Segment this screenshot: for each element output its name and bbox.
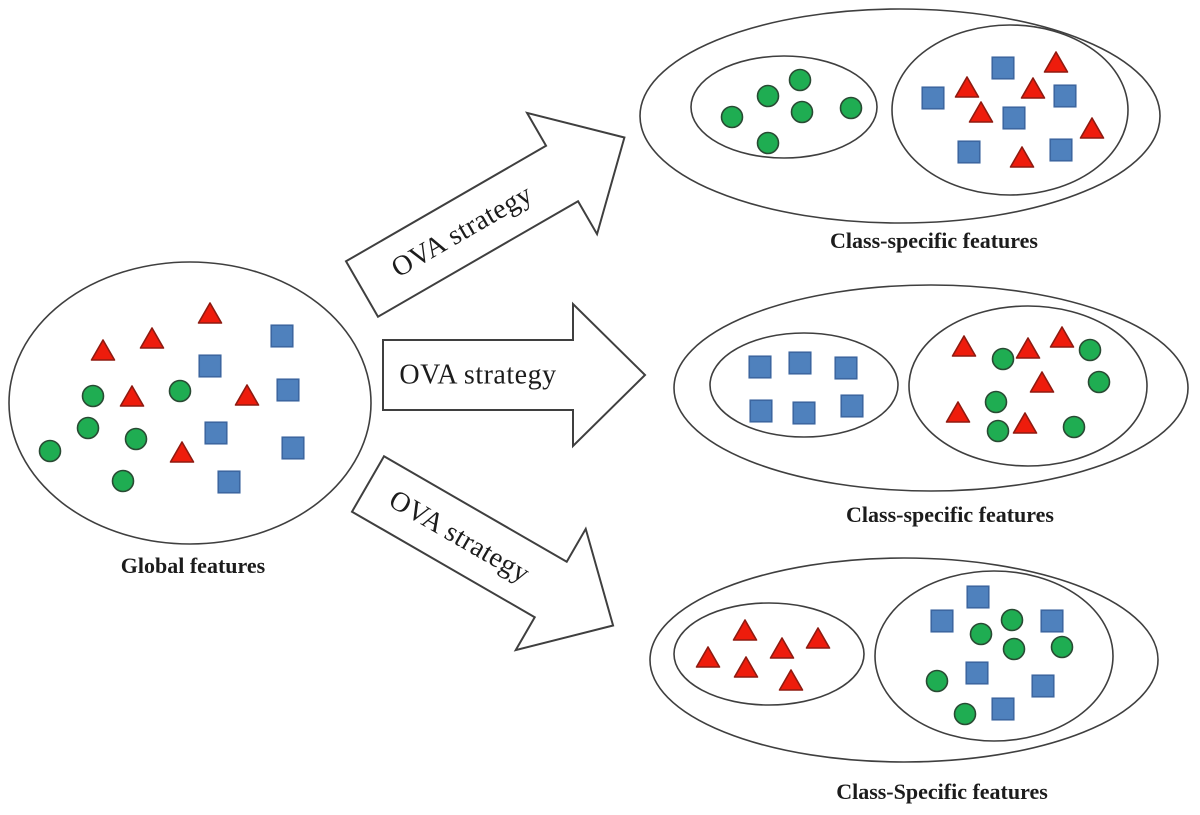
square-marker (204, 421, 228, 445)
cluster-ellipse (673, 602, 865, 706)
square-marker (957, 140, 981, 164)
triangle-marker (1009, 146, 1035, 168)
triangle-marker (1020, 77, 1046, 99)
triangle-marker (951, 335, 977, 357)
square-marker (991, 56, 1015, 80)
square-marker (792, 401, 816, 425)
circle-marker (790, 100, 814, 124)
square-marker (840, 394, 864, 418)
circle-marker (168, 379, 192, 403)
class-specific-group: Class-specific features (673, 284, 1189, 527)
square-marker (930, 609, 954, 633)
global-ellipse (8, 261, 372, 545)
square-marker (921, 86, 945, 110)
triangle-marker (1049, 326, 1075, 348)
square-marker (966, 585, 990, 609)
triangle-marker (119, 385, 145, 407)
square-marker (270, 324, 294, 348)
cluster-ellipse (709, 332, 899, 438)
class-specific-group: Class-specific features (639, 8, 1161, 253)
circle-marker (1078, 338, 1102, 362)
class-specific-label: Class-Specific features (836, 779, 1048, 804)
square-marker (991, 697, 1015, 721)
square-marker (276, 378, 300, 402)
square-marker (1002, 106, 1026, 130)
circle-marker (38, 439, 62, 463)
circle-marker (1000, 608, 1024, 632)
circle-marker (925, 669, 949, 693)
ova-arrow-body (382, 301, 647, 449)
group-outer-ellipse (639, 8, 1161, 224)
square-marker (1053, 84, 1077, 108)
cluster-ellipse (891, 24, 1129, 196)
ova-arrow-body (344, 111, 626, 319)
circle-marker (1062, 415, 1086, 439)
circle-marker (984, 390, 1008, 414)
group-outer-ellipse (649, 557, 1159, 763)
cluster-ellipse (908, 305, 1148, 467)
circle-marker (1050, 635, 1074, 659)
triangle-marker (1079, 117, 1105, 139)
triangle-marker (139, 327, 165, 349)
ova-arrow: OVA strategy (382, 301, 647, 449)
triangle-marker (945, 401, 971, 423)
circle-marker (76, 416, 100, 440)
triangle-marker (732, 619, 758, 641)
square-marker (748, 355, 772, 379)
class-specific-label: Class-specific features (846, 502, 1054, 527)
triangle-marker (90, 339, 116, 361)
circle-marker (788, 68, 812, 92)
class-specific-group: Class-Specific features (649, 557, 1159, 804)
class-specific-label: Class-specific features (830, 228, 1038, 253)
square-marker (1031, 674, 1055, 698)
triangle-marker (1043, 51, 1069, 73)
triangle-marker (778, 669, 804, 691)
triangle-marker (1015, 337, 1041, 359)
circle-marker (1087, 370, 1111, 394)
ova-arrow: OVA strategy (344, 111, 626, 319)
triangle-marker (769, 637, 795, 659)
circle-marker (756, 131, 780, 155)
triangle-marker (197, 302, 223, 324)
cluster-ellipse (690, 55, 878, 159)
circle-marker (756, 84, 780, 108)
square-marker (281, 436, 305, 460)
triangle-marker (805, 627, 831, 649)
ova-arrow: OVA strategy (350, 454, 615, 652)
triangle-marker (733, 656, 759, 678)
square-marker (217, 470, 241, 494)
circle-marker (124, 427, 148, 451)
ova-arrow-body (350, 454, 615, 652)
triangle-marker (695, 646, 721, 668)
circle-marker (720, 105, 744, 129)
square-marker (1049, 138, 1073, 162)
triangle-marker (234, 384, 260, 406)
circle-marker (81, 384, 105, 408)
square-marker (965, 661, 989, 685)
triangle-marker (1029, 371, 1055, 393)
triangle-marker (968, 101, 994, 123)
square-marker (198, 354, 222, 378)
circle-marker (986, 419, 1010, 443)
circle-marker (839, 96, 863, 120)
triangle-marker (1012, 412, 1038, 434)
circle-marker (1002, 637, 1026, 661)
square-marker (788, 351, 812, 375)
square-marker (1040, 609, 1064, 633)
group-outer-ellipse (673, 284, 1189, 492)
circle-marker (991, 347, 1015, 371)
global-features-label: Global features (121, 553, 266, 578)
circle-marker (111, 469, 135, 493)
global-features-group: Global features (8, 261, 372, 578)
cluster-ellipse (874, 570, 1114, 742)
square-marker (749, 399, 773, 423)
square-marker (834, 356, 858, 380)
circle-marker (953, 702, 977, 726)
triangle-marker (954, 76, 980, 98)
triangle-marker (169, 441, 195, 463)
circle-marker (969, 622, 993, 646)
ova-arrow-label: OVA strategy (399, 360, 556, 391)
